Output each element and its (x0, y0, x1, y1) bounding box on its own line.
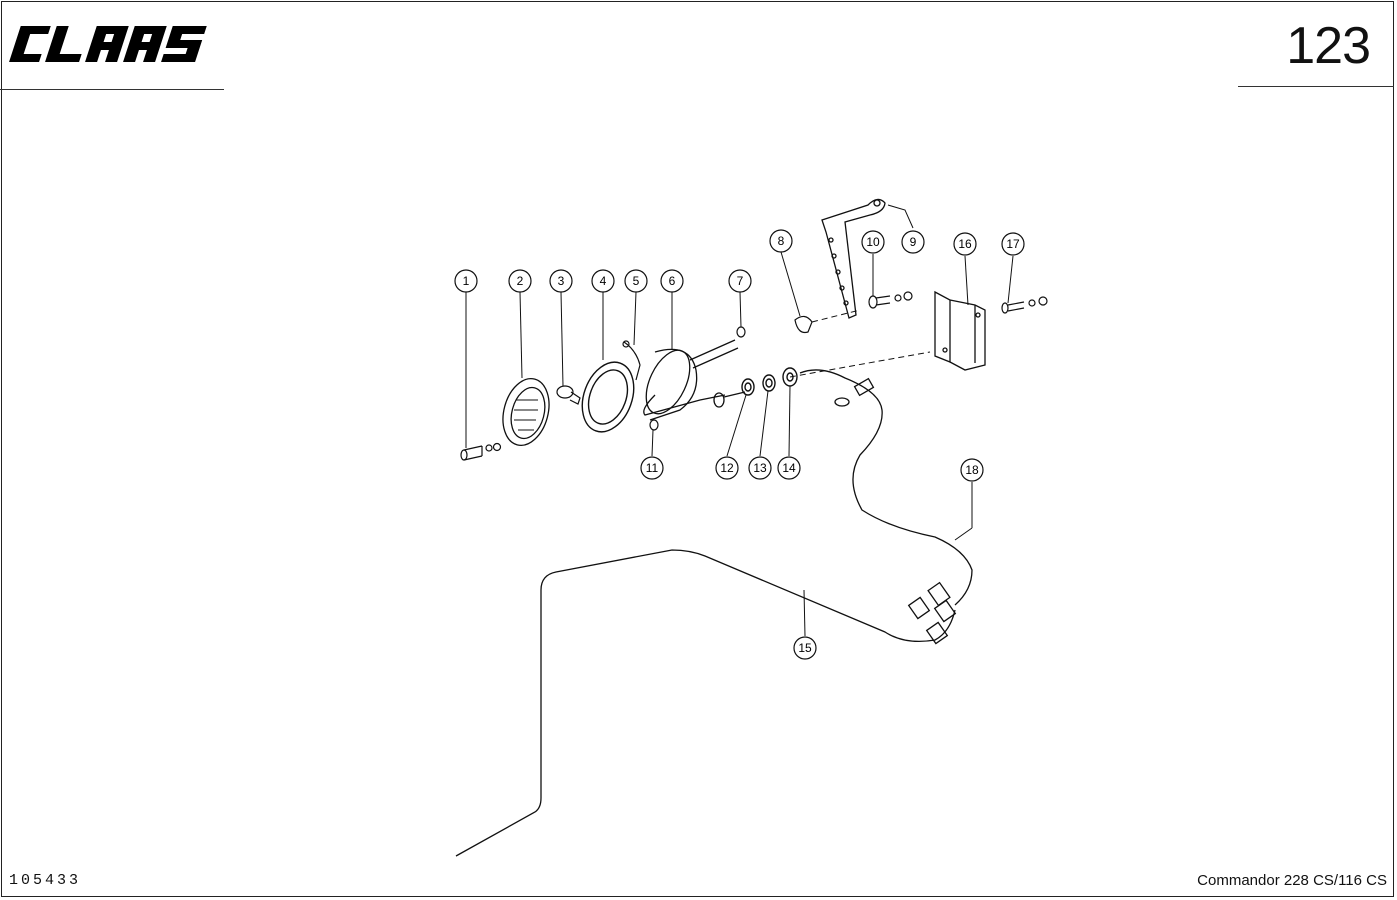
part-11-lug (649, 419, 659, 431)
part-6-housing (643, 339, 746, 421)
callout-7: 7 (737, 274, 744, 288)
callout-9: 9 (910, 235, 917, 249)
part-1-bolt (460, 442, 502, 461)
connector-d (925, 621, 949, 645)
part-17-screw (1001, 296, 1048, 314)
callout-18: 18 (965, 463, 979, 477)
page-number: 123 (1286, 17, 1371, 75)
callout-12: 12 (720, 461, 734, 475)
part-10-screw (868, 291, 913, 309)
callout-6: 6 (669, 274, 676, 288)
callout-14: 14 (782, 461, 796, 475)
callout-4: 4 (600, 274, 607, 288)
part-7-nut (736, 326, 746, 338)
callout-17: 17 (1006, 237, 1020, 251)
part-2-lens (502, 378, 550, 446)
part-8-clamp (794, 315, 813, 334)
logo-underline (0, 89, 224, 90)
claas-logo (9, 26, 207, 62)
callout-10: 10 (866, 235, 880, 249)
parts-12-14-washers (741, 367, 798, 396)
cable-15 (455, 549, 956, 857)
callout-13: 13 (753, 461, 767, 475)
callout-5: 5 (633, 274, 640, 288)
part-3-bulb (556, 385, 581, 405)
part-16-plate (934, 290, 986, 371)
callout-8: 8 (778, 234, 785, 248)
connector-c (933, 599, 957, 623)
part-4-gasket (581, 361, 635, 433)
connector-b (907, 596, 931, 620)
callout-11: 11 (646, 461, 659, 475)
cable-18 (799, 369, 973, 606)
model-designation: Commandor 228 CS/116 CS (1197, 872, 1387, 889)
callout-3: 3 (558, 274, 565, 288)
callout-16: 16 (958, 237, 972, 251)
page-number-underline (1238, 86, 1394, 87)
part-5-clip (622, 340, 641, 381)
callout-1: 1 (463, 274, 470, 288)
document-code: 105433 (9, 872, 82, 889)
part-9-bracket (821, 198, 886, 319)
connector-e (853, 377, 875, 397)
callout-15: 15 (798, 641, 812, 655)
callout-2: 2 (517, 274, 524, 288)
cable-lug (834, 397, 850, 407)
